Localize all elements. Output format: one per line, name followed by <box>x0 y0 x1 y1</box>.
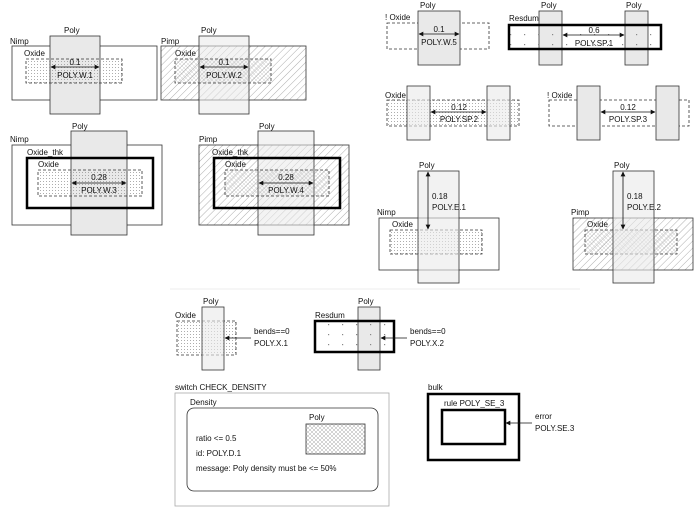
poly-label-right: Poly <box>626 1 642 10</box>
oxide-label: Oxide <box>38 160 59 169</box>
resdum-label: Resdum <box>509 14 539 23</box>
bulk-label: bulk <box>428 383 444 392</box>
rule-value: 0.18 <box>627 192 643 201</box>
rule-rect <box>440 408 507 446</box>
oxide-label: Oxide <box>225 160 246 169</box>
poly-label: Poly <box>259 122 275 131</box>
oxide-rect <box>25 58 123 84</box>
rule-name-label: rule POLY_SE_3 <box>444 399 505 408</box>
nimp-label: Nimp <box>10 135 29 144</box>
rule-value: 0.6 <box>588 26 600 35</box>
rule-value: 0.1 <box>218 58 230 67</box>
poly-label: Poly <box>201 26 217 35</box>
poly-sample-rect <box>305 423 366 455</box>
rule-value: bends==0 <box>410 327 446 336</box>
rule-name: POLY.X.2 <box>410 339 445 348</box>
poly-rect-right <box>486 85 511 141</box>
rule-name: POLY.E.1 <box>432 203 467 212</box>
oxide-thk-rect <box>212 156 342 210</box>
rule-value: 0.12 <box>620 103 636 112</box>
rule-name: POLY.W.2 <box>206 71 242 80</box>
switch-label: switch CHECK_DENSITY <box>175 383 267 392</box>
oxide-label: Oxide <box>392 220 413 229</box>
density-message: message: Poly density must be <= 50% <box>196 464 337 473</box>
oxide-thk-label: Oxide_thk <box>212 148 249 157</box>
poly-w5-figure: ! Oxide Poly 0.1 POLY.W.5 <box>385 1 490 66</box>
rule-name: POLY.W.3 <box>81 186 117 195</box>
poly-label: Poly <box>358 297 374 306</box>
poly-se3-figure: bulk rule POLY_SE_3 error POLY.SE.3 <box>426 383 575 462</box>
poly-sp2-figure: Oxide 0.12 POLY.SP.2 <box>385 85 520 141</box>
oxide-label: Oxide <box>385 91 406 100</box>
nimp-label: Nimp <box>10 37 29 46</box>
oxide-label: Oxide <box>175 49 196 58</box>
poly-rect-left <box>406 85 431 141</box>
oxide-label: Oxide <box>587 220 608 229</box>
pimp-label: Pimp <box>199 135 218 144</box>
rule-name: POLY.SP.1 <box>575 39 614 48</box>
rule-name: POLY.SP.3 <box>609 115 648 124</box>
poly-w1-figure: Nimp Poly Oxide 0.1 POLY.W.1 <box>10 26 158 115</box>
oxide-thk-label: Oxide_thk <box>27 148 64 157</box>
rule-value: 0.28 <box>278 173 294 182</box>
poly-e1-figure: Nimp Oxide Poly 0.18 POLY.E.1 <box>377 161 500 284</box>
poly-w4-figure: Pimp Poly Oxide_thk Oxide 0.28 POLY.W.4 <box>198 122 350 236</box>
resdum-label: Resdum <box>315 311 345 320</box>
rule-name: POLY.W.5 <box>421 38 457 47</box>
rule-value: 0.1 <box>69 58 81 67</box>
poly-rect <box>417 170 460 284</box>
density-id: id: POLY.D.1 <box>196 449 242 458</box>
rule-name: POLY.X.1 <box>254 339 289 348</box>
poly-sp3-figure: ! Oxide 0.12 POLY.SP.3 <box>547 85 690 141</box>
poly-w2-figure: Pimp Poly Oxide 0.1 POLY.W.2 <box>160 26 307 115</box>
poly-e2-figure: Pimp Oxide Poly 0.18 POLY.E.2 <box>571 161 694 284</box>
not-oxide-rect <box>548 99 690 127</box>
poly-label: Poly <box>420 1 436 10</box>
rule-value: 0.12 <box>451 103 467 112</box>
poly-label: Poly <box>419 161 435 170</box>
rule-name: POLY.W.4 <box>268 186 304 195</box>
poly-rect <box>417 10 461 66</box>
not-oxide-label: ! Oxide <box>385 13 411 22</box>
poly-label: Poly <box>72 122 88 131</box>
poly-label: Poly <box>64 26 80 35</box>
rule-value: bends==0 <box>254 327 290 336</box>
error-rule-name: POLY.SE.3 <box>535 424 575 433</box>
poly-x1-figure: Oxide Poly bends==0 POLY.X.1 <box>175 297 290 371</box>
oxide-label: Oxide <box>175 311 196 320</box>
poly-label: Poly <box>203 297 219 306</box>
poly-label: Poly <box>309 413 325 422</box>
pimp-label: Pimp <box>571 208 590 217</box>
not-oxide-label: ! Oxide <box>547 91 573 100</box>
rule-name: POLY.W.1 <box>57 71 93 80</box>
poly-rect <box>201 306 225 371</box>
poly-w3-figure: Nimp Poly Oxide_thk Oxide 0.28 POLY.W.3 <box>10 122 163 236</box>
poly-label: Poly <box>614 161 630 170</box>
oxide-rect <box>174 58 272 84</box>
density-ratio: ratio <= 0.5 <box>196 434 237 443</box>
oxide-label: Oxide <box>24 49 45 58</box>
nimp-label: Nimp <box>377 208 396 217</box>
rule-value: 0.28 <box>91 173 107 182</box>
poly-rect-right <box>655 85 680 141</box>
resdum-rect <box>313 319 396 354</box>
density-check-figure: switch CHECK_DENSITY Density Poly ratio … <box>174 383 390 507</box>
rule-name: POLY.E.2 <box>627 203 662 212</box>
error-label: error <box>535 412 552 421</box>
poly-rect-left <box>576 85 601 141</box>
poly-label-left: Poly <box>541 1 557 10</box>
oxide-thk-rect <box>25 156 155 210</box>
pimp-label: Pimp <box>161 37 180 46</box>
rule-name: POLY.SP.2 <box>440 115 479 124</box>
rule-value: 0.18 <box>432 192 448 201</box>
poly-x2-figure: Resdum Poly bends==0 POLY.X.2 <box>313 297 446 371</box>
density-label: Density <box>190 398 217 407</box>
rule-value: 0.1 <box>433 25 445 34</box>
poly-rect <box>612 170 655 284</box>
poly-sp1-figure: Resdum Poly Poly 0.6 POLY.SP.1 <box>507 1 663 66</box>
